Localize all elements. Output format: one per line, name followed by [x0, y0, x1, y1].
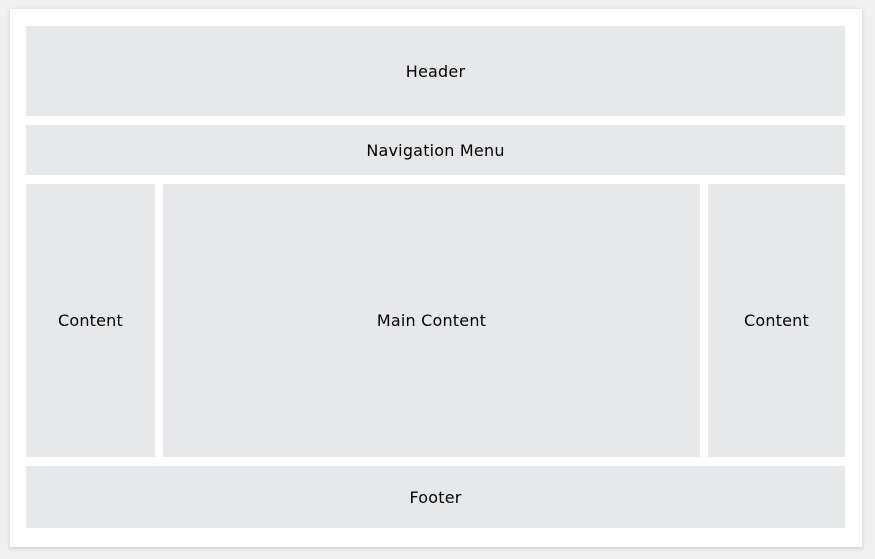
footer-region: Footer — [26, 466, 845, 528]
right-content-label: Content — [743, 311, 810, 330]
main-content-label: Main Content — [376, 311, 487, 330]
main-content-region: Main Content — [163, 184, 700, 457]
navigation-menu-region[interactable]: Navigation Menu — [26, 125, 845, 175]
right-content-region: Content — [708, 184, 845, 457]
left-content-label: Content — [57, 311, 124, 330]
layout-wireframe: Header Navigation Menu Content Main Cont… — [10, 9, 862, 547]
header-region: Header — [26, 26, 845, 116]
left-content-region: Content — [26, 184, 155, 457]
footer-label: Footer — [409, 487, 462, 507]
navigation-menu-label: Navigation Menu — [366, 140, 505, 160]
header-label: Header — [405, 61, 466, 81]
